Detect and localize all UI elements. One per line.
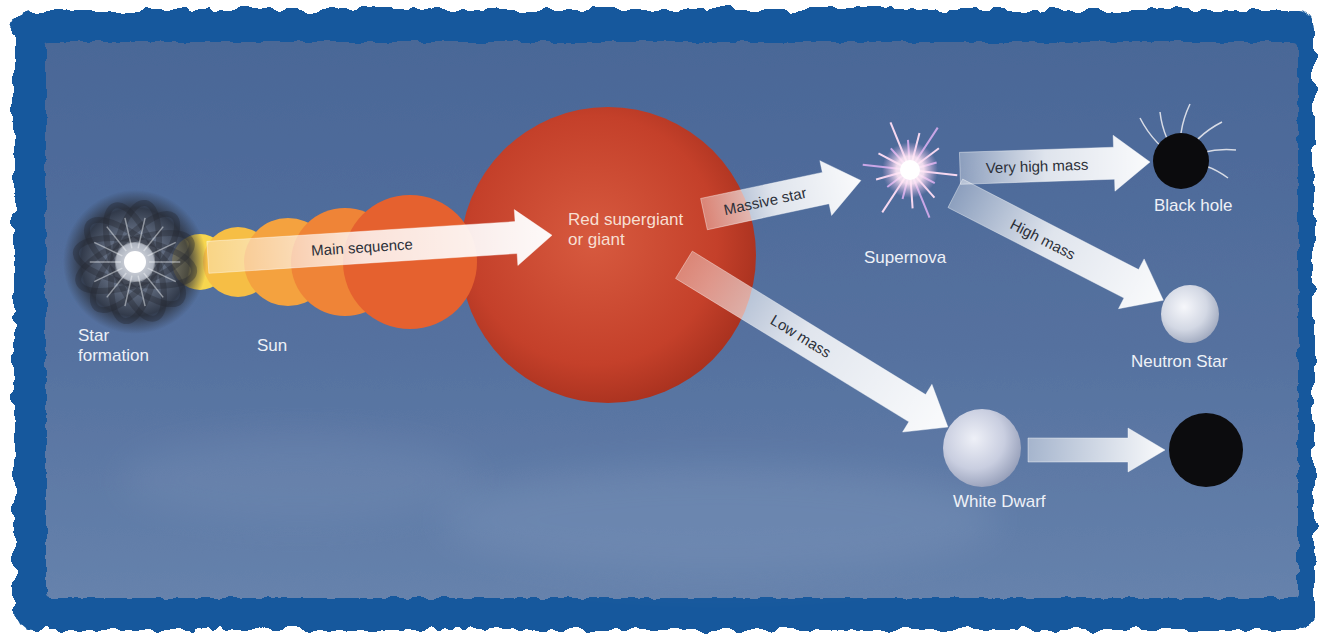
arrow-label: Very high mass — [986, 157, 1089, 175]
arrow-label: Massive star — [722, 185, 807, 217]
nebula-swirl — [71, 221, 198, 303]
white-dwarf-disc — [943, 409, 1021, 487]
arrow-label: High mass — [1008, 216, 1078, 262]
arrow-label-holder: Main sequence — [311, 237, 413, 258]
black-hole: Black hole — [1150, 130, 1212, 192]
star-label: Neutron Star — [1131, 352, 1191, 372]
arrow-label-holder: Very high mass — [986, 157, 1089, 175]
red-giant-disc — [460, 107, 756, 403]
evolution-arrow — [948, 179, 1163, 309]
black-hole-shape — [1150, 130, 1212, 192]
white-dwarf: White Dwarf — [942, 408, 1022, 488]
star-label: Black hole — [1154, 196, 1216, 216]
star-label: Sun — [257, 336, 347, 356]
white-dwarf-shape — [942, 408, 1022, 488]
evolution-arrow — [207, 210, 552, 274]
star-glow — [115, 242, 155, 282]
star-formation-nebula-shape — [62, 189, 208, 335]
star-label: Supernova — [864, 248, 964, 268]
space-panel — [46, 42, 1298, 598]
arrow-label: Main sequence — [311, 237, 413, 258]
black-hole-disc — [1153, 133, 1209, 189]
arrow-label: Low mass — [768, 312, 833, 360]
neutron-star: Neutron Star — [1160, 284, 1220, 344]
supernova-burst: Supernova — [860, 115, 960, 225]
torn-frame — [14, 10, 1314, 630]
star-label: White Dwarf — [953, 492, 1033, 512]
sun-star: Sun — [245, 217, 335, 307]
red-giant-star: Red supergiant or giant — [552, 196, 704, 265]
neutron-star-shape — [1160, 284, 1220, 344]
panel-mottle — [440, 465, 1000, 575]
star-label: Red supergiant or giant — [568, 210, 688, 251]
burst-core — [900, 160, 920, 180]
neutron-star-disc — [1161, 285, 1219, 343]
star-label: Star formation — [78, 326, 158, 367]
panel-mottle — [120, 435, 480, 525]
evolution-arrow — [959, 135, 1150, 191]
fade-arrow — [1028, 428, 1165, 472]
star-formation-nebula: Star formation — [62, 189, 208, 335]
burst-glow — [882, 142, 938, 198]
newborn-star — [124, 251, 146, 273]
nebula-swirl — [80, 202, 191, 322]
arrow-label-holder: Low mass — [768, 312, 833, 360]
arrow-label-holder: High mass — [1008, 216, 1078, 262]
arrow-label-holder: Massive star — [722, 185, 807, 217]
nebula-cloud — [63, 190, 207, 334]
evolution-arrow — [676, 251, 948, 432]
supernova-burst-shape — [860, 115, 960, 225]
evolution-arrow — [701, 161, 861, 230]
black-dwarf-disc — [1169, 413, 1243, 487]
